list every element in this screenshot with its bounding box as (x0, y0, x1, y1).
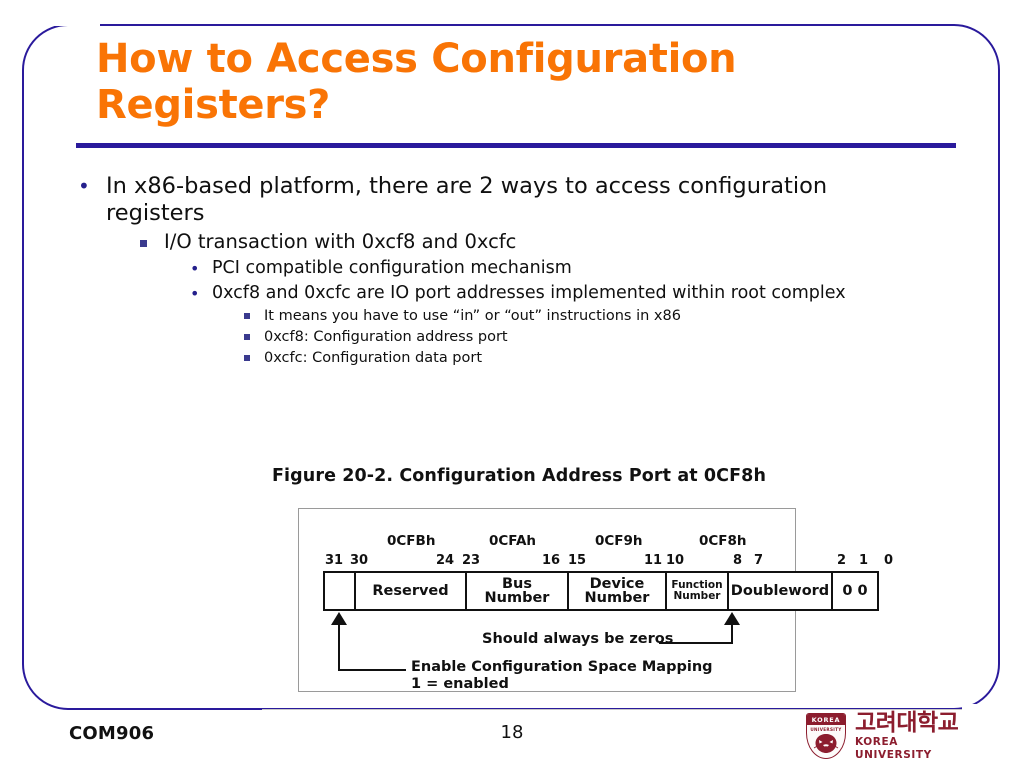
bit-field-cell: Device Number (569, 573, 667, 609)
bit-number-label: 7 (754, 553, 764, 568)
bit-number-label: 24 (436, 553, 455, 568)
bit-number-label: 31 (325, 553, 344, 568)
bullet-text: I/O transaction with 0xcf8 and 0xcfc (164, 230, 517, 253)
bullet-level3: • PCI compatible configuration mechanism (190, 257, 978, 281)
bullet-level1: • In x86-based platform, there are 2 way… (78, 173, 978, 227)
bullet-marker-dot: • (190, 283, 200, 303)
tiger-head-icon (813, 734, 839, 753)
bullet-level4: It means you have to use “in” or “out” i… (244, 306, 978, 326)
bit-number-label: 15 (568, 553, 587, 568)
bullet-marker-square-small (244, 348, 264, 368)
bit-number-label: 30 (350, 553, 369, 568)
ku-wordmark-korean: 고려대학교 (855, 709, 959, 736)
bullet-level2: I/O transaction with 0xcf8 and 0xcfc (140, 229, 978, 255)
bit-number-label: 10 (666, 553, 685, 568)
bullet-marker-square-small (244, 306, 264, 326)
callout-enable-config-space: Enable Configuration Space Mapping 1 = e… (411, 659, 713, 692)
bullet-level4: 0xcf8: Configuration address port (244, 327, 978, 347)
bullet-level4: 0xcfc: Configuration data port (244, 348, 978, 368)
bit-number-label: 23 (462, 553, 481, 568)
leader-line-horizontal-right (659, 642, 733, 644)
bit-number-label: 1 (859, 553, 869, 568)
title-block: How to Access Configuration Registers? (96, 36, 966, 128)
page-title: How to Access Configuration Registers? (96, 36, 737, 128)
leader-line-vertical-right (731, 624, 733, 644)
bit-field-cell: Doubleword (729, 573, 833, 609)
byte-address-labels: 0CFBh 0CFAh 0CF9h 0CF8h (299, 533, 795, 549)
frame-mask-bottomright (962, 704, 1024, 768)
bullet-level3: • 0xcf8 and 0xcfc are IO port addresses … (190, 282, 978, 306)
title-underline-rule (76, 143, 956, 148)
leader-line-horizontal-left (338, 669, 406, 671)
ku-shield-sub-label: UNIVERSITY (810, 726, 842, 732)
byte-address-label: 0CFBh (387, 533, 436, 549)
leader-line-vertical-left (338, 624, 340, 671)
arrow-bits10-icon (724, 612, 740, 625)
footer-page-number: 18 (500, 722, 524, 743)
bullet-text: It means you have to use “in” or “out” i… (264, 308, 681, 324)
bit-field-cell (325, 573, 356, 609)
byte-address-label: 0CFAh (489, 533, 537, 549)
bit-number-label: 11 (644, 553, 663, 568)
korea-university-logo: KOREA UNIVERSITY 고려대학교 KOREA UNIVERSITY (806, 709, 966, 762)
figure-caption: Figure 20-2. Configuration Address Port … (272, 466, 766, 486)
bit-field-cell: Reserved (356, 573, 467, 609)
bullet-marker-dot: • (78, 174, 90, 198)
footer-divider (262, 709, 962, 710)
bullet-marker-square-small (244, 327, 264, 347)
bit-number-label: 0 (884, 553, 894, 568)
ku-shield-band-label: KOREA (807, 714, 845, 725)
bullet-text: 0xcfc: Configuration data port (264, 350, 483, 366)
bullet-text: 0xcf8: Configuration address port (264, 329, 508, 345)
bullet-marker-dot: • (190, 259, 200, 278)
bit-number-label: 16 (542, 553, 561, 568)
byte-address-label: 0CF8h (699, 533, 747, 549)
bullet-marker-square (140, 229, 164, 255)
frame-mask-topleft (0, 0, 100, 26)
bit-number-label: 2 (837, 553, 847, 568)
byte-address-label: 0CF9h (595, 533, 643, 549)
bullet-text: In x86-based platform, there are 2 ways … (106, 173, 828, 226)
bullet-text: 0xcf8 and 0xcfc are IO port addresses im… (212, 282, 846, 303)
bullet-list: • In x86-based platform, there are 2 way… (78, 173, 978, 369)
ku-wordmark-english: KOREA UNIVERSITY (855, 735, 932, 761)
callout-should-always-be-zeros: Should always be zeros (482, 631, 674, 647)
arrow-bit31-icon (331, 612, 347, 625)
bit-field-cell: Bus Number (467, 573, 569, 609)
bit-number-label: 8 (733, 553, 743, 568)
bit-field-cell: 0 0 (842, 583, 868, 599)
ku-wordmark: 고려대학교 KOREA UNIVERSITY (855, 709, 966, 762)
bit-field-cell: Function Number (667, 573, 729, 609)
ku-shield-icon: KOREA UNIVERSITY (806, 713, 846, 759)
bullet-text: PCI compatible configuration mechanism (212, 258, 572, 278)
footer-course-code: COM906 (69, 723, 155, 744)
